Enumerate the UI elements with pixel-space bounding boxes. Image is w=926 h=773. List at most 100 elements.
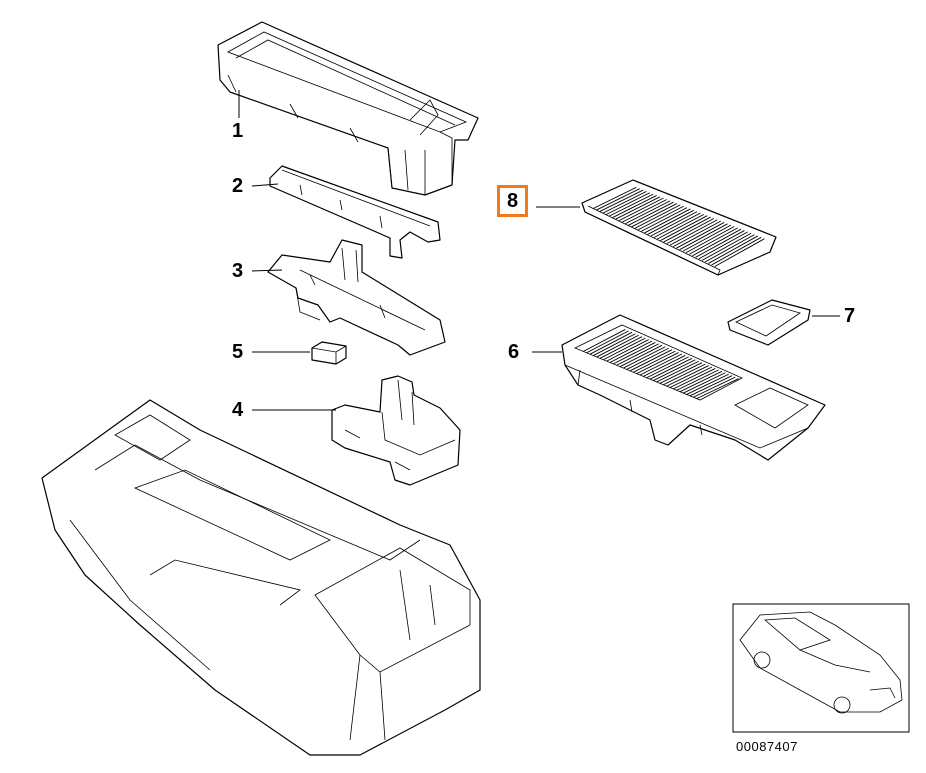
- part-5-pad[interactable]: [311, 341, 347, 365]
- hatch-line: [669, 366, 713, 388]
- leader-2: [251, 183, 279, 187]
- callout-3: 3: [232, 260, 244, 282]
- hatch-line: [666, 218, 715, 244]
- part-1-tray-frame[interactable]: [217, 21, 479, 196]
- hatch-line: [593, 186, 637, 209]
- hatch-line: [666, 365, 709, 387]
- hatch-line: [606, 339, 649, 362]
- hatch-line: [695, 230, 745, 258]
- center-console-body[interactable]: [41, 399, 481, 756]
- hatch-line: [663, 216, 711, 243]
- leader-lines: [238, 90, 840, 411]
- part-7-small-tray[interactable]: [727, 299, 811, 346]
- callout-6: 6: [508, 341, 520, 363]
- hatch-line: [619, 344, 663, 368]
- hatch-line: [602, 190, 647, 214]
- hatch-line: [618, 197, 664, 222]
- hatch-line: [676, 369, 719, 391]
- hatch-line: [650, 211, 698, 237]
- hatch-line: [711, 236, 762, 266]
- part-4-cover[interactable]: [331, 375, 461, 486]
- callout-2: 2: [232, 175, 244, 197]
- hatch-line: [608, 193, 654, 217]
- hatch-line: [612, 195, 657, 219]
- hatch-line: [640, 207, 688, 232]
- hatch-line: [704, 234, 755, 263]
- hatch-line: [609, 340, 653, 363]
- hatch-line: [644, 208, 691, 234]
- hatch-line: [679, 223, 728, 251]
- hatch-line: [688, 227, 738, 255]
- hatch-line: [683, 372, 726, 394]
- part-6-storage-tray[interactable]: [561, 314, 826, 461]
- hatch-line: [599, 189, 644, 212]
- hatch-line: [633, 350, 676, 373]
- hatch-line: [583, 329, 626, 352]
- hatch-line: [593, 333, 636, 356]
- hatch-line: [629, 349, 673, 372]
- vehicle-inset: [732, 603, 910, 733]
- leader-3: [251, 269, 283, 272]
- hatch-line: [634, 204, 681, 229]
- car-thumbnail-icon: [739, 611, 903, 714]
- hatch-line: [653, 212, 701, 238]
- hatch-line: [693, 376, 736, 398]
- hatch-line: [639, 353, 683, 376]
- hatch-line: [615, 196, 661, 220]
- hatch-line: [692, 228, 742, 257]
- hatch-line: [686, 373, 729, 395]
- hatch-line: [636, 352, 679, 375]
- hatch-line: [624, 200, 671, 225]
- hatch-line: [647, 209, 694, 235]
- hatch-line: [637, 205, 684, 231]
- diagram-id: 00087407: [736, 739, 798, 754]
- hatch-line: [623, 346, 666, 369]
- hatch-line: [656, 360, 699, 383]
- hatch-line: [669, 219, 718, 246]
- hatch-line: [676, 222, 725, 249]
- hatch-line: [599, 336, 643, 359]
- hatch-line: [679, 370, 723, 393]
- hatch-line: [586, 330, 629, 354]
- hatch-line: [663, 363, 706, 386]
- callout-4: 4: [232, 399, 244, 421]
- part-6-hatching: [583, 329, 739, 400]
- hatch-line: [698, 231, 748, 260]
- part-3-bracket[interactable]: [267, 239, 446, 356]
- hatch-line: [682, 224, 732, 252]
- hatch-line: [701, 232, 752, 261]
- hatch-line: [660, 215, 708, 241]
- hatch-line: [596, 334, 639, 358]
- part-8-hatching: [593, 186, 765, 267]
- hatch-line: [714, 238, 765, 267]
- hatch-line: [673, 368, 716, 390]
- hatch-line: [672, 220, 721, 248]
- hatch-line: [653, 359, 696, 381]
- hatch-line: [605, 192, 651, 216]
- part-8-filter-insert[interactable]: [581, 179, 777, 276]
- hatch-line: [631, 203, 678, 228]
- hatch-line: [616, 343, 659, 366]
- hatch-line: [628, 201, 674, 226]
- hatch-line: [589, 331, 633, 355]
- callout-7: 7: [844, 305, 856, 327]
- hatch-line: [659, 362, 703, 384]
- hatch-line: [685, 226, 735, 254]
- hatch-line: [649, 357, 693, 380]
- hatch-line: [708, 235, 759, 264]
- hatch-line: [613, 342, 656, 365]
- hatch-line: [643, 355, 686, 377]
- hatch-line: [656, 213, 705, 240]
- callout-1: 1: [232, 120, 244, 142]
- part-2-rail[interactable]: [269, 165, 441, 259]
- hatch-line: [596, 188, 640, 211]
- hatch-line: [689, 375, 733, 397]
- callout-5: 5: [232, 341, 244, 363]
- hatch-line: [646, 356, 689, 379]
- hatch-line: [626, 347, 669, 370]
- hatch-line: [603, 337, 646, 361]
- callout-8-highlighted[interactable]: 8: [497, 185, 529, 217]
- hatch-line: [621, 199, 667, 223]
